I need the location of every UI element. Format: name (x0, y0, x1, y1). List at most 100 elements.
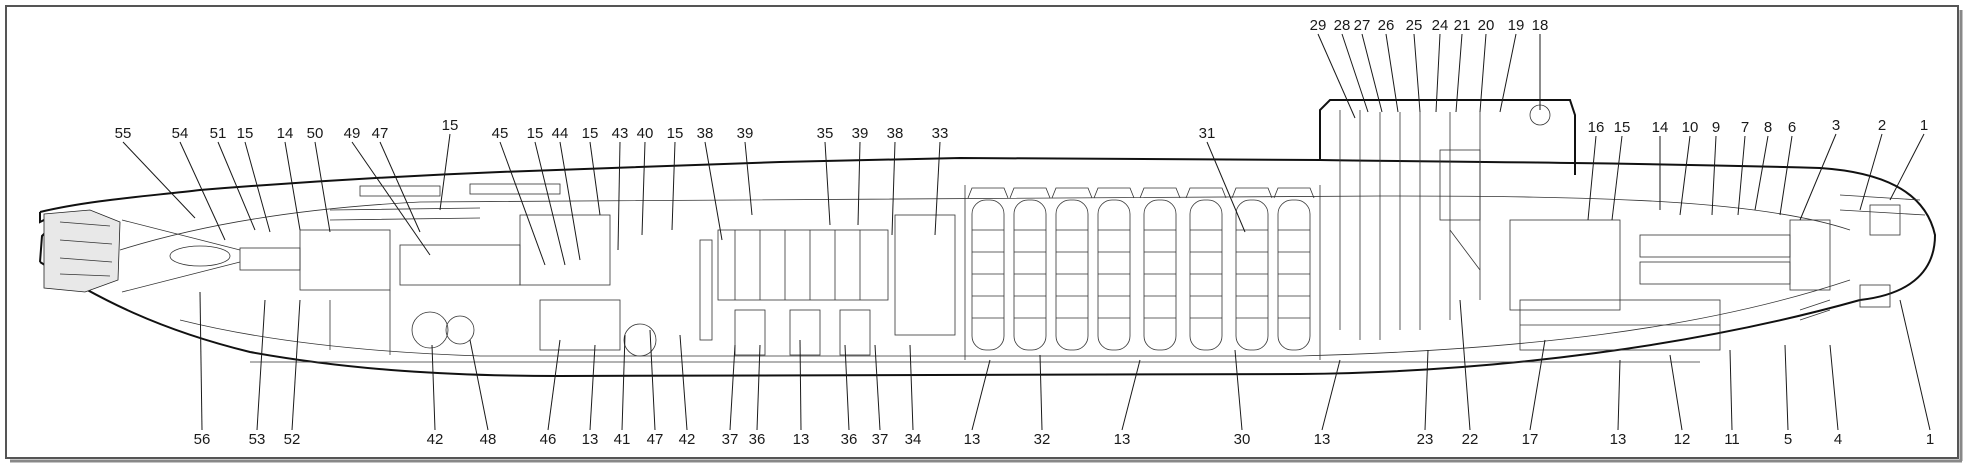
bottom-label-42: 42 (427, 431, 444, 448)
leader-line (1611, 135, 1623, 221)
missile-tube (1273, 187, 1315, 351)
leader-line (1479, 33, 1487, 113)
leader-line (1859, 133, 1883, 211)
leader-line (934, 141, 941, 236)
top-label-28: 28 (1334, 17, 1351, 34)
leader-line (799, 339, 802, 431)
leader-line (1737, 135, 1746, 216)
bottom-label-36: 36 (749, 431, 766, 448)
bottom-label-12: 12 (1674, 431, 1691, 448)
leader-line (469, 339, 489, 431)
bottom-label-17: 17 (1522, 431, 1539, 448)
leader-line (1413, 33, 1421, 113)
leader-line (1529, 339, 1546, 431)
top-label-27: 27 (1354, 17, 1371, 34)
bottom-label-23: 23 (1417, 431, 1434, 448)
leader-line (314, 141, 331, 233)
leader-line (1435, 33, 1441, 113)
leader-line (179, 141, 226, 241)
missile-tube (967, 187, 1009, 351)
top-label-15: 15 (582, 125, 599, 142)
top-label-16: 16 (1588, 119, 1605, 136)
leader-line (1361, 33, 1383, 113)
bottom-label-13: 13 (1114, 431, 1131, 448)
leader-line (756, 344, 761, 431)
leader-line (559, 141, 581, 261)
bottom-label-48: 48 (480, 431, 497, 448)
leader-line (1121, 359, 1141, 431)
leader-line (824, 141, 831, 226)
top-label-39: 39 (737, 125, 754, 142)
leader-line (1321, 359, 1341, 431)
top-label-14: 14 (277, 125, 294, 142)
top-label-54: 54 (172, 125, 189, 142)
leader-line (589, 141, 601, 216)
bottom-label-56: 56 (194, 431, 211, 448)
leader-line (1889, 133, 1925, 201)
missile-tube (1009, 187, 1051, 351)
leader-line (439, 133, 451, 211)
bottom-label-46: 46 (540, 431, 557, 448)
top-label-50: 50 (307, 125, 324, 142)
hull-outline (39, 156, 1937, 378)
bottom-label-13: 13 (1610, 431, 1627, 448)
bottom-label-36: 36 (841, 431, 858, 448)
leader-line (1679, 135, 1691, 216)
leader-line (1617, 359, 1621, 431)
bottom-label-1: 1 (1926, 431, 1934, 448)
top-label-6: 6 (1788, 119, 1796, 136)
missile-tube (1231, 187, 1273, 351)
top-label-45: 45 (492, 125, 509, 142)
leader-line (704, 141, 723, 241)
leader-line (1899, 299, 1931, 431)
bottom-label-52: 52 (284, 431, 301, 448)
leader-line (1499, 33, 1517, 113)
leader-line (891, 141, 896, 236)
top-label-44: 44 (552, 125, 569, 142)
leader-line (1779, 135, 1793, 216)
bottom-label-5: 5 (1784, 431, 1792, 448)
leader-line (1455, 33, 1463, 113)
top-label-1: 1 (1920, 117, 1928, 134)
bottom-label-30: 30 (1234, 431, 1251, 448)
missile-tube (1185, 187, 1227, 351)
sail (1319, 99, 1576, 340)
leader-line (379, 141, 421, 233)
top-label-35: 35 (817, 125, 834, 142)
top-label-19: 19 (1508, 17, 1525, 34)
missile-tubes (964, 185, 1321, 360)
leader-line (971, 359, 991, 431)
leader-line (1206, 141, 1246, 233)
top-label-38: 38 (887, 125, 904, 142)
top-label-24: 24 (1432, 17, 1449, 34)
bottom-label-37: 37 (872, 431, 889, 448)
leader-line (729, 344, 736, 431)
top-label-15: 15 (667, 125, 684, 142)
top-label-8: 8 (1764, 119, 1772, 136)
top-label-7: 7 (1741, 119, 1749, 136)
leader-line (621, 334, 626, 431)
top-label-14: 14 (1652, 119, 1669, 136)
leader-line (217, 141, 256, 231)
leader-line (641, 141, 646, 236)
top-label-40: 40 (637, 125, 654, 142)
stern-rudder (39, 209, 301, 293)
bottom-label-13: 13 (582, 431, 599, 448)
leader-line (744, 141, 753, 216)
leader-line (671, 141, 676, 231)
leader-line (256, 299, 266, 431)
top-label-47: 47 (372, 125, 389, 142)
top-label-26: 26 (1378, 17, 1395, 34)
bottom-label-13: 13 (793, 431, 810, 448)
leader-line (1459, 299, 1471, 431)
leader-line (1729, 349, 1733, 431)
leader-line (679, 334, 688, 431)
top-label-15: 15 (1614, 119, 1631, 136)
bottom-label-42: 42 (679, 431, 696, 448)
bottom-label-37: 37 (722, 431, 739, 448)
leader-lines (122, 33, 1931, 431)
leader-line (844, 344, 850, 431)
leader-line (244, 141, 271, 233)
top-label-3: 3 (1832, 117, 1840, 134)
